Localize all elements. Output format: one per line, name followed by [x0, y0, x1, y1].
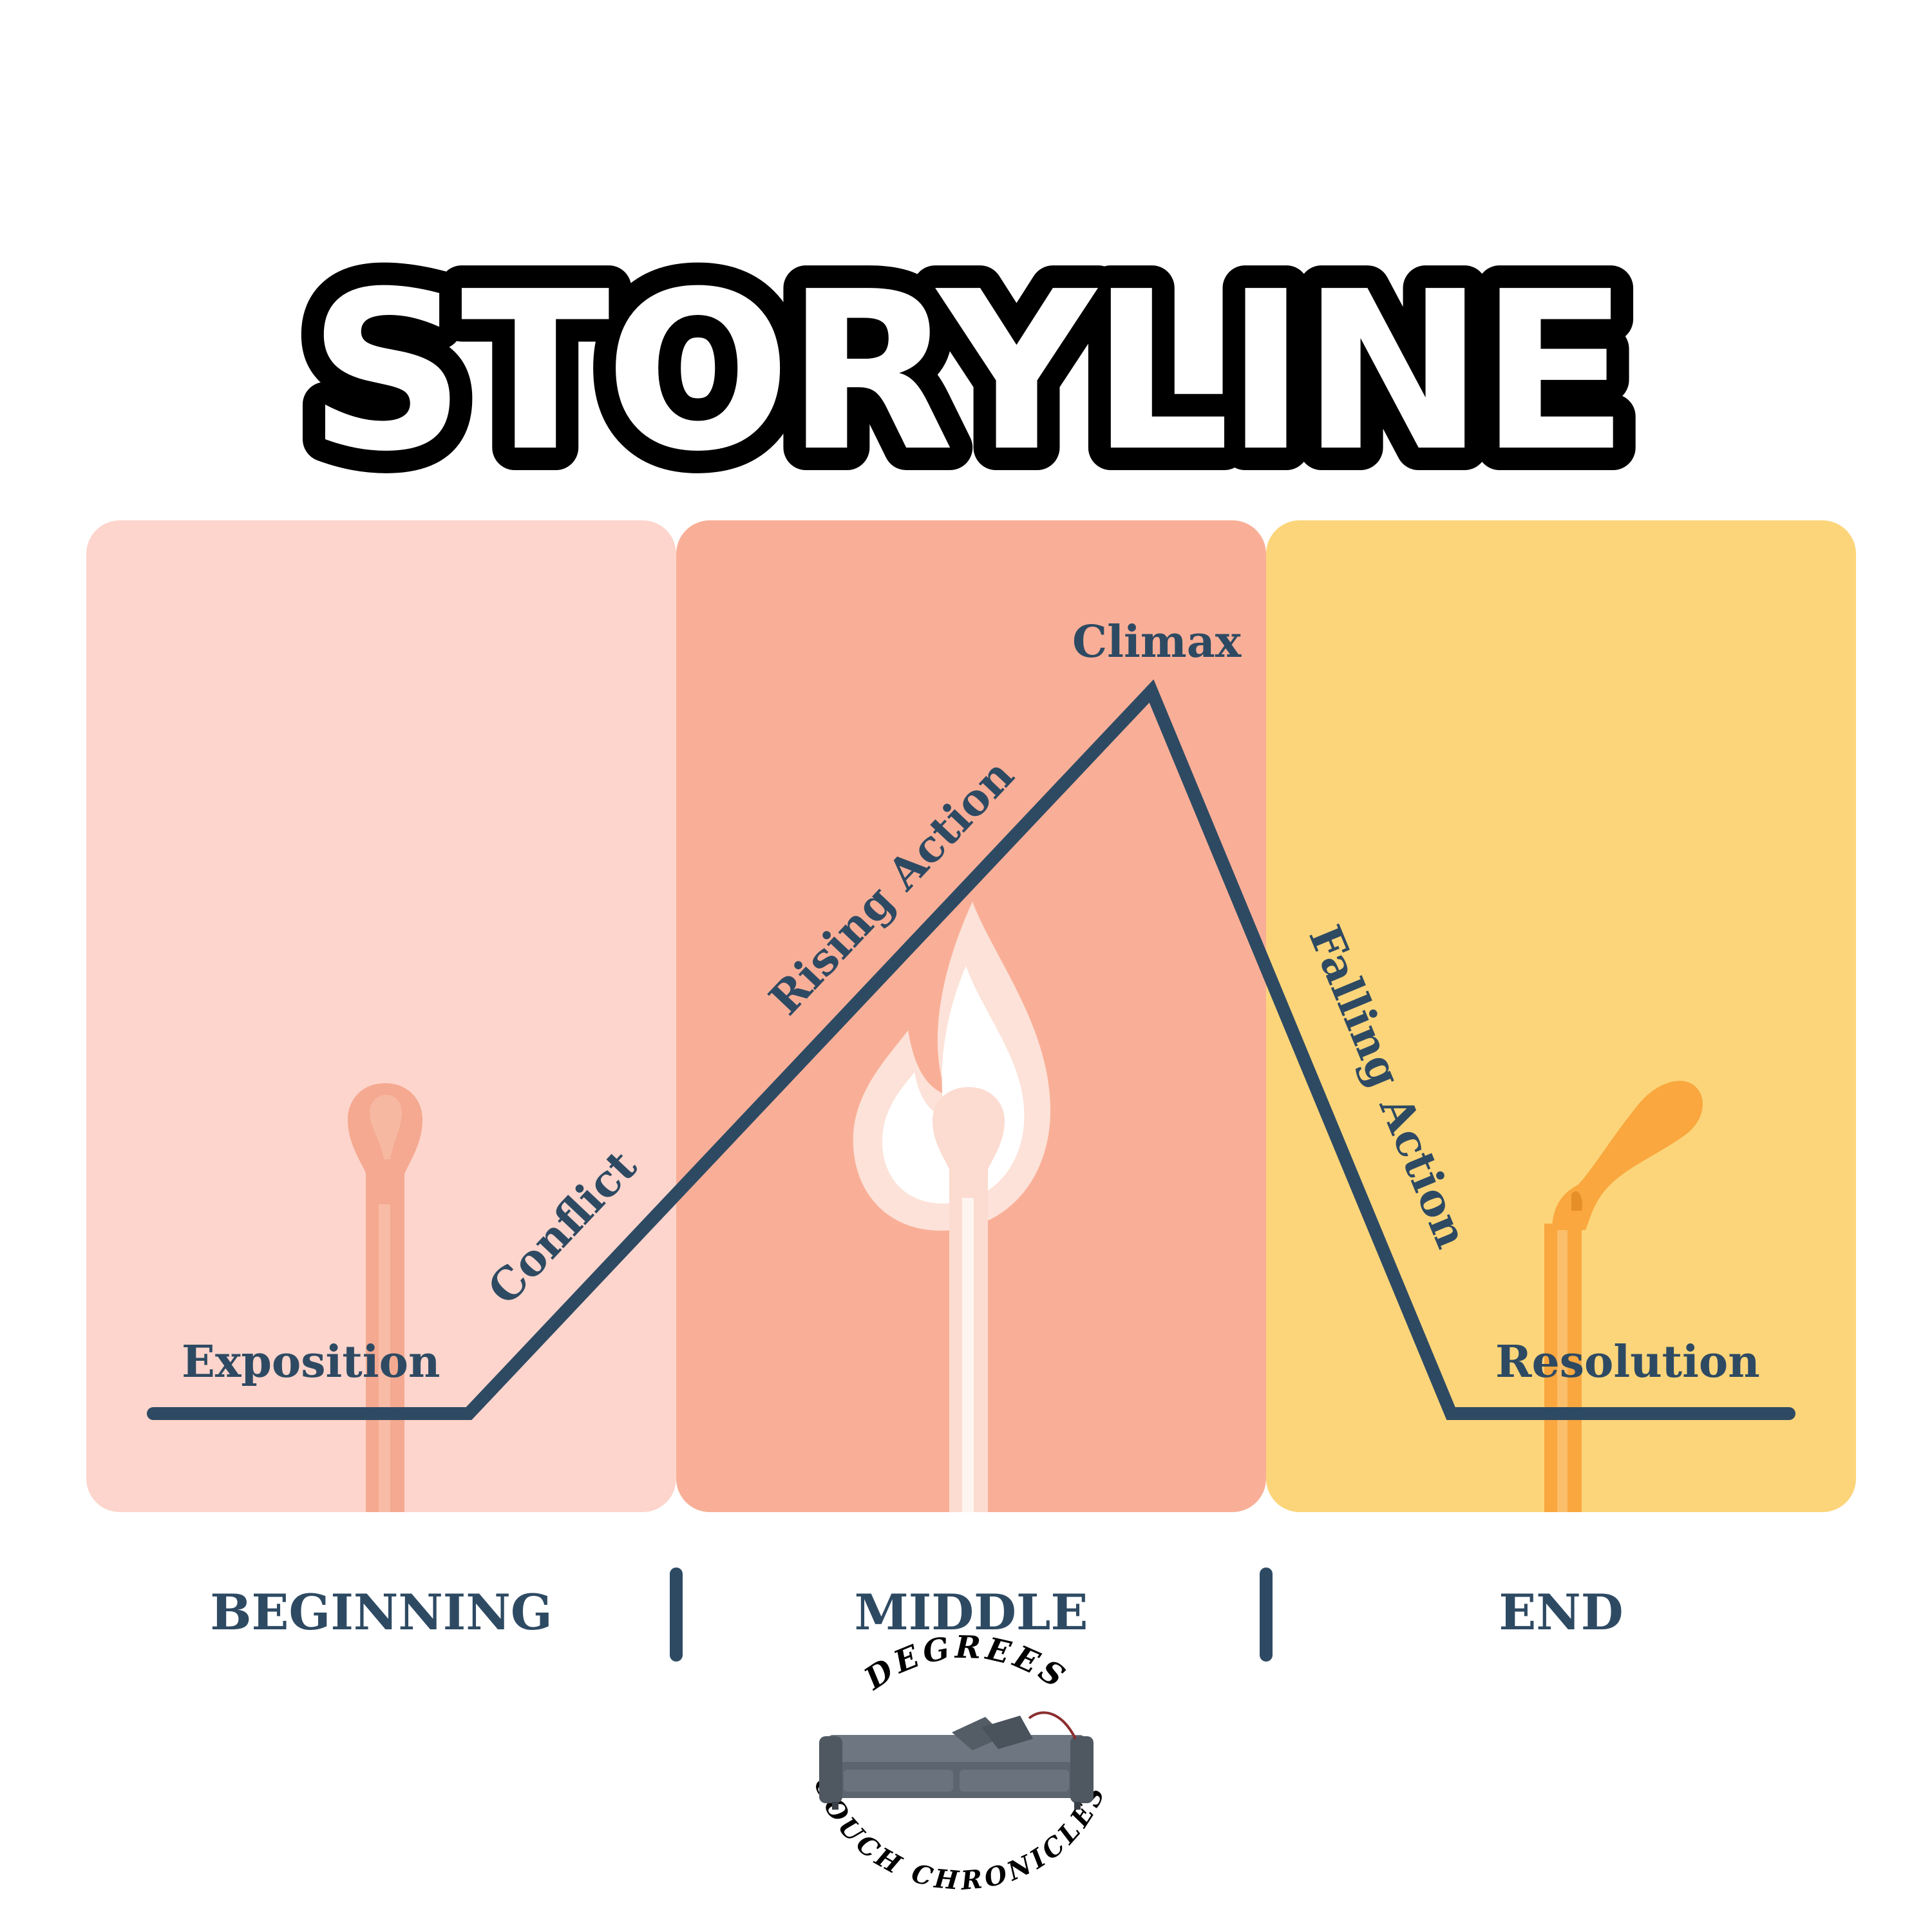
match-lit-icon: [853, 902, 1051, 1512]
panel-end: [1266, 520, 1856, 1512]
stage-label-climax: Climax: [1072, 616, 1242, 668]
page-title-outline: STORYLINE: [308, 245, 1624, 500]
couch-icon: [819, 1711, 1094, 1810]
panel-beginning: [86, 520, 676, 1512]
title-group: STORYLINE STORYLINE: [285, 222, 1651, 522]
section-labels: BEGINNING MIDDLE END: [210, 1567, 1624, 1662]
page-title: STORYLINE: [308, 245, 1624, 500]
section-label-beginning: BEGINNING: [210, 1584, 552, 1641]
match-unlit-icon: [348, 1083, 422, 1512]
section-label-end: END: [1499, 1584, 1623, 1641]
plot-line: [147, 679, 1795, 1420]
section-divider-2: [1260, 1567, 1273, 1662]
stage-label-exposition: Exposition: [182, 1336, 440, 1388]
stage-label-resolution: Resolution: [1495, 1336, 1760, 1388]
logo: DEGREES COUCH CHRONICLES: [808, 1629, 1108, 1897]
section-label-middle: MIDDLE: [855, 1584, 1088, 1641]
section-divider-1: [670, 1567, 683, 1662]
match-burnt-icon: [1544, 1081, 1703, 1512]
